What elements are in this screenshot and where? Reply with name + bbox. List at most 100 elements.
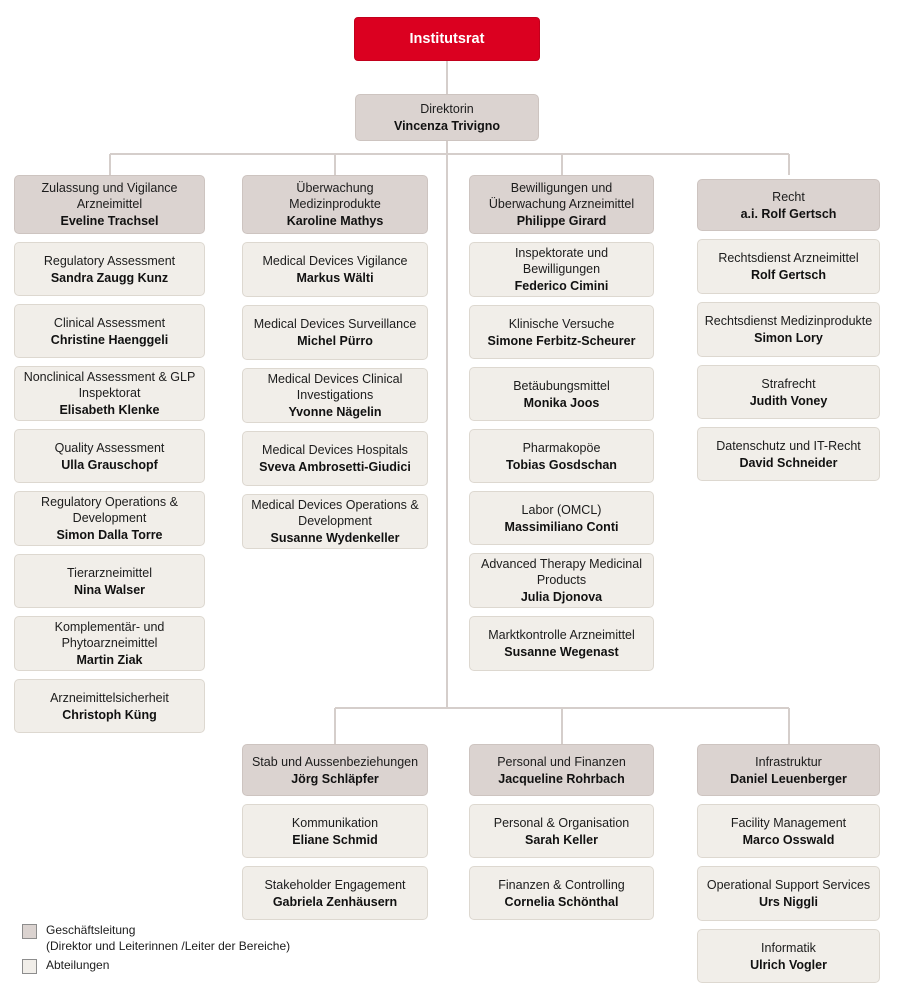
- connector-bus-divisions: [109, 153, 789, 155]
- legend-row-departments: Abteilungen: [22, 958, 290, 974]
- connector-bus-to-division-1: [108, 154, 111, 175]
- connector-director-spine: [446, 141, 448, 708]
- person-name: Elisabeth Klenke: [59, 403, 160, 417]
- unit-name: Medical Devices Clinical Investigations: [267, 372, 403, 402]
- person-name: Julia Djonova: [520, 590, 603, 604]
- unit-name: Quality Assessment: [54, 440, 165, 455]
- unit-name: Informatik: [761, 940, 816, 955]
- unit-name: Kommunikation: [291, 815, 379, 830]
- unit-name: Rechtsdienst Arzneimittel: [718, 251, 859, 265]
- unit-name: Finanzen & Controlling: [498, 877, 625, 892]
- unit-name: Personal & Organisation: [493, 815, 630, 830]
- legend: Geschäftsleitung (Direktor und Leiterinn…: [22, 923, 290, 977]
- unit-name: Medical Devices Operations & Development: [251, 498, 419, 528]
- legend-swatch-department: [22, 958, 37, 974]
- unit-name: Clinical Assessment: [53, 315, 166, 330]
- person-name: a.i. Rolf Gertsch: [740, 206, 837, 221]
- unit-name: Datenschutz und IT-Recht: [716, 438, 861, 453]
- connector-bus-to-support-1: [334, 708, 336, 744]
- person-name: Federico Cimini: [514, 279, 609, 293]
- unit-name: Überwachung Medizinprodukte: [289, 181, 381, 211]
- unit-name: Nonclinical Assessment & GLP Inspektorat: [23, 370, 196, 400]
- person-name: Monika Joos: [523, 395, 600, 410]
- node-division-bewilligungen-und-ueberwachung-arzneimittel[interactable]: Bewilligungen und Überwachung Arzneimitt…: [469, 175, 654, 234]
- person-name: Susanne Wegenast: [504, 645, 619, 659]
- node-department-nonclinical-assessment-glp-inspektorat[interactable]: Nonclinical Assessment & GLP Inspektorat…: [14, 366, 205, 421]
- unit-name: Medical Devices Surveillance: [253, 317, 417, 331]
- unit-name: Regulatory Assessment: [43, 253, 176, 268]
- person-name: Massimiliano Conti: [504, 519, 619, 534]
- unit-name: Personal und Finanzen: [497, 754, 626, 769]
- unit-name: Medical Devices Hospitals: [262, 443, 408, 457]
- person-name: Nina Walser: [73, 582, 146, 597]
- connector-bus-to-division-4: [787, 154, 790, 175]
- node-department-medical-devices-operations-development[interactable]: Medical Devices Operations & Development…: [242, 494, 428, 549]
- unit-name: Medical Devices Vigilance: [262, 254, 408, 268]
- node-institutsrat[interactable]: Institutsrat: [354, 17, 540, 61]
- person-name: Urs Niggli: [758, 895, 819, 909]
- unit-name: Regulatory Operations & Development: [41, 495, 178, 525]
- connector-bus-to-division-2: [334, 154, 336, 175]
- connector-bus-to-division-3: [560, 154, 563, 175]
- person-name: Gabriela Zenhäusern: [272, 894, 398, 909]
- unit-name: Marktkontrolle Arzneimittel: [488, 628, 635, 642]
- person-name: Philippe Girard: [516, 214, 607, 228]
- unit-name: Komplementär- und Phytoarzneimittel: [54, 620, 165, 650]
- person-name: Michel Pürro: [297, 334, 373, 348]
- person-name: Sarah Keller: [525, 832, 598, 847]
- unit-name: Direktorin: [420, 102, 474, 116]
- node-department-labor-omcl[interactable]: Labor (OMCL) Massimiliano Conti: [469, 491, 654, 545]
- person-name: Christoph Küng: [62, 707, 157, 722]
- legend-swatch-management: [22, 924, 37, 939]
- unit-name: Pharmakopöe: [522, 440, 601, 455]
- legend-management-line2: (Direktor und Leiterinnen /Leiter der Be…: [46, 938, 291, 953]
- unit-name: Stab und Aussenbeziehungen: [251, 754, 419, 769]
- connector-bus-to-support-2: [560, 708, 563, 744]
- unit-name: Klinische Versuche: [508, 316, 615, 331]
- unit-name: Infrastruktur: [755, 754, 822, 769]
- legend-department-label: Abteilungen: [46, 957, 110, 972]
- person-name: Eveline Trachsel: [60, 214, 159, 228]
- unit-name: Tierarzneimittel: [67, 565, 152, 580]
- person-name: Susanne Wydenkeller: [270, 531, 400, 545]
- legend-management-line1: Geschäftsleitung: [46, 923, 136, 937]
- unit-name: Labor (OMCL): [521, 502, 602, 517]
- person-name: Judith Voney: [749, 393, 828, 408]
